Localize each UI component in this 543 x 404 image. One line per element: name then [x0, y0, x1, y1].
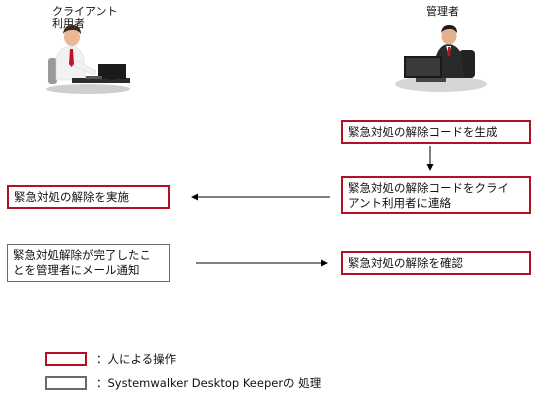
admin-actor-label: 管理者 [426, 5, 459, 18]
email-notice-box: 緊急対処解除が完了したこ とを管理者にメール通知 [7, 244, 170, 282]
legend-system-swatch [45, 376, 87, 390]
arrow-head-right [321, 259, 328, 267]
arrow-head-down [426, 164, 434, 171]
arrow-head-left [191, 193, 198, 201]
legend-human-swatch [45, 352, 87, 366]
perform-release-box: 緊急対処の解除を実施 [7, 185, 170, 209]
confirm-release-box: 緊急対処の解除を確認 [341, 251, 531, 275]
legend-system-label: ：Systemwalker Desktop Keeperの 処理 [96, 376, 322, 390]
generate-code-box: 緊急対処の解除コードを生成 [341, 120, 531, 144]
legend-human-label: ：人による操作 [96, 352, 177, 366]
contact-client-box: 緊急対処の解除コードをクライ アント利用者に連絡 [341, 176, 531, 214]
